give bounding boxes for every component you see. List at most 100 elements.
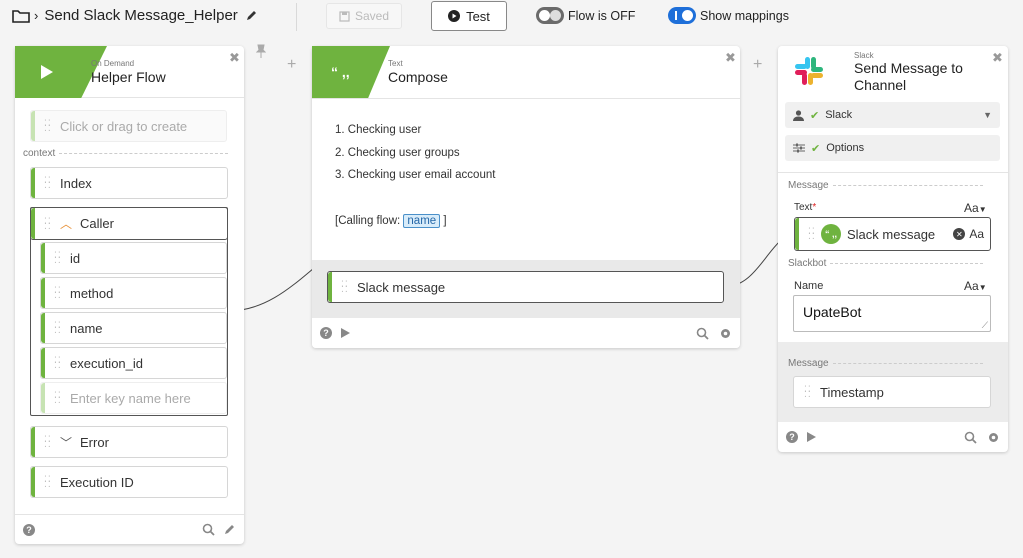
add-step-icon[interactable]: + <box>753 56 763 73</box>
name-input-value: UpateBot <box>803 304 862 320</box>
search-icon[interactable] <box>696 327 709 340</box>
key-placeholder: Enter key name here <box>70 390 191 406</box>
play-circle-icon <box>448 10 461 22</box>
text-tab <box>312 46 390 98</box>
compose-title: Compose <box>388 69 448 85</box>
save-icon <box>339 10 350 22</box>
name-input[interactable]: UpateBot ⟋ <box>793 295 991 332</box>
chevron-right-icon: › <box>34 8 39 23</box>
drag-handle-icon: ⁚⁚⁚⁚ <box>44 434 52 449</box>
add-step-icon[interactable]: + <box>287 56 297 73</box>
compose-line-3: 3. Checking user email account <box>335 169 496 181</box>
drag-handle-icon: ⁚⁚⁚⁚ <box>54 250 62 265</box>
context-section: context <box>23 148 228 159</box>
name-field-label: Name <box>794 280 824 292</box>
play-icon[interactable] <box>806 431 817 443</box>
dropdown-arrow-icon: ▼ <box>983 110 992 120</box>
format-aa: Aa <box>964 201 979 215</box>
text-mapping-value: Slack message <box>847 226 936 242</box>
helper-card-header: On Demand Helper Flow ✖ <box>15 46 244 98</box>
drag-handle-icon: ⁚⁚⁚⁚ <box>44 175 52 190</box>
field-caller[interactable]: ⁚⁚⁚⁚ ︿ Caller <box>30 207 228 240</box>
search-icon[interactable] <box>202 523 215 536</box>
flow-title[interactable]: Send Slack Message_Helper <box>44 7 238 24</box>
text-label: Text <box>794 202 813 213</box>
search-icon[interactable] <box>964 431 977 444</box>
field-label: name <box>70 320 103 336</box>
caret-down-icon: ▼ <box>978 205 987 214</box>
gear-icon[interactable] <box>987 431 1000 444</box>
divider <box>778 172 1008 173</box>
field-label: Execution ID <box>60 474 134 490</box>
drag-handle-icon: ⁚⁚⁚⁚ <box>44 215 52 231</box>
caret-down-icon: ▼ <box>978 283 987 292</box>
pencil-icon[interactable] <box>245 9 258 22</box>
help-icon[interactable]: ? <box>320 327 332 339</box>
account-selector[interactable]: ✔ Slack ▼ <box>785 102 1000 128</box>
new-key-input[interactable]: ⁚⁚⁚⁚ Enter key name here <box>40 382 227 414</box>
gear-icon[interactable] <box>719 327 732 340</box>
format-aa: Aa <box>964 279 979 293</box>
folder-icon[interactable] <box>12 9 30 23</box>
flow-toggle[interactable] <box>536 7 564 24</box>
slack-card-footer: ? <box>778 422 1008 452</box>
field-label: Caller <box>80 216 114 231</box>
slackbot-section-label: Slackbot <box>788 258 827 269</box>
close-icon[interactable]: ✖ <box>992 50 1003 65</box>
required-mark: * <box>812 202 817 213</box>
play-icon[interactable] <box>340 327 351 339</box>
user-icon <box>793 109 804 121</box>
name-mapping-pill[interactable]: name <box>403 214 441 228</box>
flow-toggle-label: Flow is OFF <box>568 8 636 23</box>
close-icon[interactable]: ✖ <box>229 50 240 65</box>
help-icon[interactable]: ? <box>786 431 798 443</box>
test-button[interactable]: Test <box>431 1 507 31</box>
check-icon: ✔ <box>810 109 820 122</box>
options-row[interactable]: ✔ Options <box>785 135 1000 161</box>
field-label: Error <box>80 434 109 450</box>
field-name[interactable]: ⁚⁚⁚⁚ name <box>40 312 227 344</box>
slack-title-line1: Send Message to <box>854 60 963 76</box>
create-placeholder-row[interactable]: ⁚⁚⁚⁚ Click or drag to create <box>30 110 227 142</box>
pencil-icon[interactable] <box>223 523 236 536</box>
top-bar: › Send Slack Message_Helper Saved Test F… <box>0 0 1023 34</box>
field-execution-id[interactable]: ⁚⁚⁚⁚ execution_id <box>40 347 227 379</box>
message-section-2: Message <box>788 358 983 369</box>
drag-handle-icon: ⁚⁚⁚⁚ <box>54 390 62 405</box>
message-section-label: Message <box>788 180 829 191</box>
calling-suffix: ] <box>443 215 447 227</box>
text-mapping-field[interactable]: ⁚⁚⁚⁚ “ ,, Slack message ✕ Aa <box>794 217 991 251</box>
chevron-down-icon[interactable]: ﹀ <box>60 435 73 450</box>
clear-mapping-icon[interactable]: ✕ <box>953 228 966 240</box>
compose-output-slack-message[interactable]: ⁚⁚⁚⁚ Slack message <box>327 271 724 303</box>
check-icon: ✔ <box>811 142 821 155</box>
field-label: id <box>70 250 81 266</box>
format-toggle[interactable]: Aa▼ <box>964 201 987 215</box>
field-error[interactable]: ⁚⁚⁚⁚ ﹀ Error <box>30 426 228 458</box>
field-label: execution_id <box>70 355 143 371</box>
slack-card-header: Slack Send Message to Channel ✖ <box>778 46 1008 98</box>
chevron-up-icon[interactable]: ︿ <box>60 217 73 231</box>
compose-text-area[interactable] <box>312 98 740 260</box>
field-index[interactable]: ⁚⁚⁚⁚ Index <box>30 167 228 199</box>
close-icon[interactable]: ✖ <box>725 50 736 65</box>
help-icon[interactable]: ? <box>23 523 35 536</box>
output-label: Slack message <box>357 279 446 295</box>
calling-prefix: [Calling flow: <box>335 215 401 227</box>
timestamp-field[interactable]: ⁚⁚⁚⁚ Timestamp <box>793 376 991 408</box>
compose-card-header: “ ,, Text Compose ✖ <box>312 46 740 98</box>
resize-handle-icon[interactable]: ⟋ <box>981 320 988 330</box>
compose-quote-badge-icon: “ ,, <box>821 224 841 244</box>
flow-title-group: › Send Slack Message_Helper <box>12 7 258 24</box>
format-aa-inline[interactable]: Aa <box>969 227 984 241</box>
slack-logo-icon <box>795 57 823 85</box>
format-toggle[interactable]: Aa▼ <box>964 279 987 293</box>
saved-button[interactable]: Saved <box>326 3 402 29</box>
pin-icon[interactable] <box>256 44 266 58</box>
slack-card: Slack Send Message to Channel ✖ ✔ Slack … <box>778 46 1008 452</box>
field-id[interactable]: ⁚⁚⁚⁚ id <box>40 242 227 274</box>
mappings-toggle[interactable] <box>668 7 696 24</box>
test-label: Test <box>466 8 490 24</box>
field-execution-id-top[interactable]: ⁚⁚⁚⁚ Execution ID <box>30 466 228 498</box>
field-method[interactable]: ⁚⁚⁚⁚ method <box>40 277 227 309</box>
